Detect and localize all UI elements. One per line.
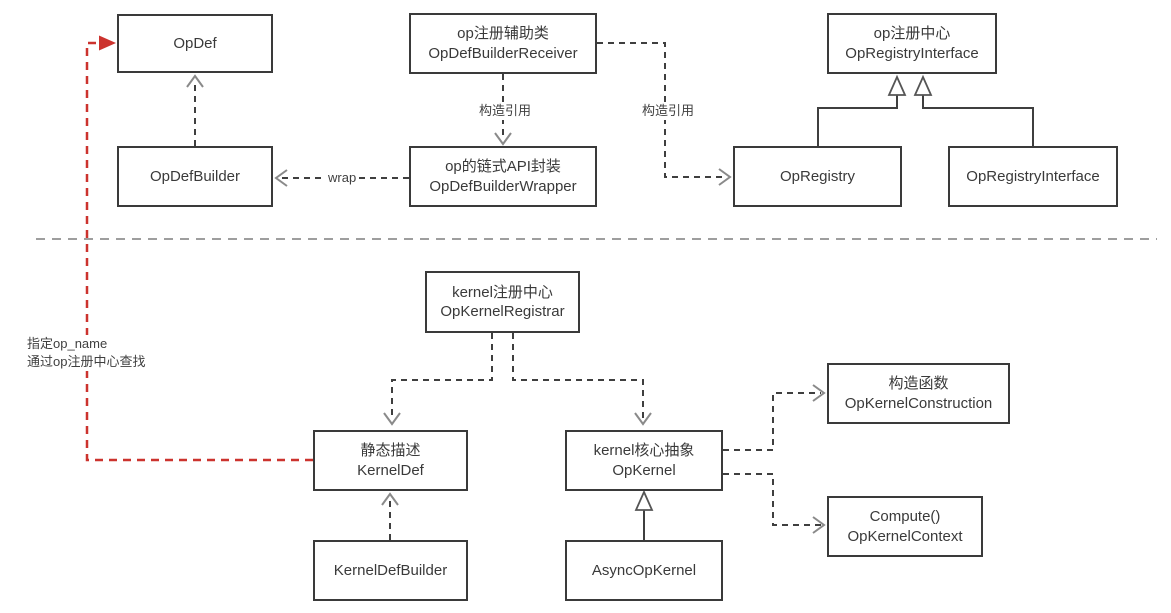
node-opdefbuilderreceiver-title: op注册辅助类 <box>457 25 549 42</box>
red-path-note-line2: 通过op注册中心查找 <box>27 354 146 370</box>
node-opkernelregistrar-title: kernel注册中心 <box>452 283 553 301</box>
node-opdefbuilder-label: OpDefBuilder <box>149 167 241 185</box>
node-kerneldefbuilder: KernelDefBuilder <box>313 540 468 601</box>
node-opdefbuilderreceiver-label: OpDefBuilderReceiver <box>428 44 578 62</box>
red-path-note-line1: 指定op_name <box>27 336 108 351</box>
edge-asyncopkernel-inherits-opkernel <box>634 489 654 540</box>
edge-opdefbuilder-to-opdef <box>186 74 204 146</box>
node-opdefbuilder: OpDefBuilder <box>117 146 273 207</box>
node-kerneldef-title: 静态描述 <box>360 442 421 459</box>
edge-registrar-to-opkernel <box>512 333 652 426</box>
node-opdef-label: OpDef <box>173 34 217 52</box>
node-opdefbuilderwrapper-label: OpDefBuilderWrapper <box>429 177 577 195</box>
node-opkernelcontext: Compute() OpKernelContext <box>827 496 983 557</box>
node-kerneldef-label: KernelDef <box>357 461 424 479</box>
edge-label-construct-ref-right: 构造引用 <box>639 102 698 120</box>
node-opdef: OpDef <box>117 14 273 73</box>
edge-registrar-to-kerneldef <box>383 333 493 426</box>
node-opkernelconstruction-title: 构造函数 <box>888 375 949 392</box>
node-opregistry-label: OpRegistry <box>779 167 856 185</box>
node-op-registry-center-label: OpRegistryInterface <box>845 44 979 62</box>
node-opdefbuilderreceiver: op注册辅助类 OpDefBuilderReceiver <box>409 13 597 74</box>
node-opkernelconstruction-label: OpKernelConstruction <box>844 394 993 412</box>
edge-opkernel-to-construction <box>723 384 826 451</box>
edge-wrapper-to-opdefbuilder <box>274 169 409 187</box>
edge-kerneldefbuilder-to-kerneldef <box>381 492 399 540</box>
edge-label-wrap: wrap <box>325 169 360 187</box>
node-asyncopkernel: AsyncOpKernel <box>565 540 723 601</box>
node-asyncopkernel-label: AsyncOpKernel <box>591 561 697 579</box>
node-opregistry: OpRegistry <box>733 146 902 207</box>
edge-opkernel-to-context <box>723 473 826 534</box>
node-opkernelconstruction: 构造函数 OpKernelConstruction <box>827 363 1010 424</box>
node-kerneldef: 静态描述 KernelDef <box>313 430 468 491</box>
node-opdefbuilderwrapper: op的链式API封装 OpDefBuilderWrapper <box>409 146 597 207</box>
node-opdefbuilderwrapper-title: op的链式API封装 <box>445 158 561 175</box>
edge-opregistryinterface-inherits-center <box>913 74 1034 146</box>
node-opkernelregistrar: kernel注册中心 OpKernelRegistrar <box>425 271 580 333</box>
node-opregistryinterface-label: OpRegistryInterface <box>966 167 1100 185</box>
edge-kerneldef-to-opdef-red <box>85 35 313 462</box>
node-op-registry-center: op注册中心 OpRegistryInterface <box>827 13 997 74</box>
node-kerneldefbuilder-label: KernelDefBuilder <box>333 561 448 579</box>
node-opkernel: kernel核心抽象 OpKernel <box>565 430 723 491</box>
node-opkernelcontext-title: Compute() <box>869 508 941 525</box>
node-opkernel-label: OpKernel <box>612 461 676 479</box>
node-opkernelcontext-label: OpKernelContext <box>847 527 963 545</box>
node-opkernel-title: kernel核心抽象 <box>593 442 695 459</box>
node-op-registry-center-title: op注册中心 <box>873 25 951 42</box>
red-path-note: 指定op_name 通过op注册中心查找 <box>27 335 146 372</box>
edge-opregistry-inherits-center <box>817 74 907 146</box>
node-opkernelregistrar-label: OpKernelRegistrar <box>440 303 565 320</box>
edge-label-construct-ref-mid: 构造引用 <box>476 102 535 120</box>
node-opregistryinterface: OpRegistryInterface <box>948 146 1118 207</box>
